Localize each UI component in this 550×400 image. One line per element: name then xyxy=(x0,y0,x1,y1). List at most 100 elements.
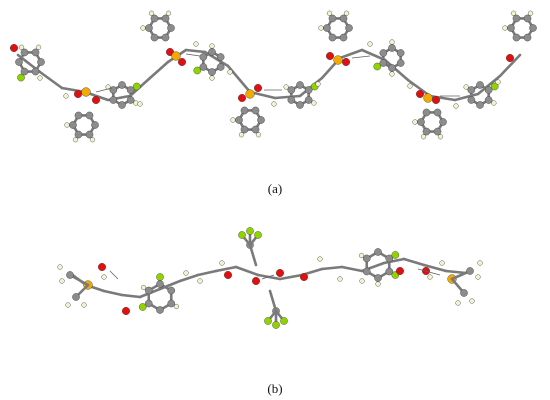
hydrogen-atom xyxy=(140,284,147,291)
carbon-atom xyxy=(396,49,405,57)
fluorine-atom xyxy=(272,321,280,329)
hydrogen-atom xyxy=(412,119,418,125)
carbon-atom xyxy=(216,63,225,71)
carbon-atom xyxy=(37,58,45,66)
carbon-atom xyxy=(287,86,296,94)
carbon-atom xyxy=(216,53,225,61)
hydrogen-atom xyxy=(317,256,323,262)
carbon-atom xyxy=(20,48,29,57)
carbon-atom xyxy=(484,96,493,104)
hydrogen-atom xyxy=(238,132,245,138)
hydrogen-bond xyxy=(185,53,201,57)
fluorine-atom xyxy=(132,82,141,91)
oxygen-atom xyxy=(342,58,351,67)
hydrogen-atom xyxy=(230,117,236,123)
bond xyxy=(444,269,468,275)
fluorine-atom xyxy=(238,231,246,239)
carbon-atom xyxy=(161,14,170,23)
carbon-atom xyxy=(476,81,484,89)
carbon-atom xyxy=(118,101,126,109)
hydrogen-atom xyxy=(367,41,373,47)
hydrogen-atom xyxy=(453,103,459,109)
bond xyxy=(268,289,278,313)
carbon-atom xyxy=(417,118,425,126)
carbon-atom xyxy=(362,267,371,276)
oxygen-atom xyxy=(253,83,262,92)
hydrogen-atom xyxy=(318,25,324,31)
hydrogen-atom xyxy=(527,10,534,16)
hydrogen-atom xyxy=(502,25,508,31)
carbon-atom xyxy=(467,86,476,94)
carbon-atom xyxy=(323,24,331,32)
carbon-atom xyxy=(507,24,515,32)
carbon-atom xyxy=(385,267,394,276)
fluorine-atom xyxy=(264,317,272,325)
hydrogen-atom xyxy=(37,75,43,81)
oxygen-atom xyxy=(276,269,285,278)
bond xyxy=(214,265,238,273)
hydrogen-atom xyxy=(209,75,215,81)
carbon-atom xyxy=(167,299,176,308)
bond xyxy=(338,48,364,60)
bond xyxy=(60,86,87,94)
fluorine-atom xyxy=(280,317,288,325)
carbon-atom xyxy=(433,108,442,117)
carbon-atom xyxy=(156,306,164,314)
oxygen-atom xyxy=(91,95,100,104)
carbon-atom xyxy=(251,106,260,115)
hydrogen-atom xyxy=(420,134,427,140)
carbon-atom xyxy=(85,130,94,139)
bond xyxy=(120,293,142,299)
bond xyxy=(234,265,260,277)
carbon-atom xyxy=(433,127,442,136)
hydrogen-atom xyxy=(389,39,395,45)
carbon-atom xyxy=(467,96,476,104)
carbon-atom xyxy=(150,33,159,42)
carbon-atom xyxy=(74,111,83,120)
hydrogen-atom xyxy=(375,281,381,287)
carbon-atom xyxy=(388,64,396,72)
oxygen-atom xyxy=(326,52,335,61)
carbon-atom xyxy=(385,254,394,263)
hydrogen-atom xyxy=(311,100,317,106)
hydrogen-atom xyxy=(283,84,289,90)
hydrogen-atom xyxy=(89,137,96,143)
oxygen-atom xyxy=(177,58,186,67)
carbon-atom xyxy=(374,248,382,256)
carbon-atom xyxy=(529,24,537,32)
hydrogen-atom xyxy=(407,83,413,89)
fluorine-atom xyxy=(193,66,202,75)
carbon-atom xyxy=(156,280,164,288)
carbon-atom xyxy=(145,24,153,32)
hydrogen-atom xyxy=(315,81,321,87)
hydrogen-atom xyxy=(337,276,343,282)
hydrogen-atom xyxy=(510,10,517,16)
carbon-atom xyxy=(85,111,94,120)
oxygen-atom xyxy=(416,89,425,98)
bond xyxy=(178,273,200,283)
oxygen-atom xyxy=(97,263,106,272)
hydrogen-atom xyxy=(173,303,180,310)
bond xyxy=(498,53,522,78)
carbon-atom xyxy=(240,106,249,115)
carbon-atom xyxy=(118,81,126,89)
hydrogen-atom xyxy=(469,298,475,304)
fluorine-atom xyxy=(254,231,262,239)
carbon-atom xyxy=(339,14,348,23)
carbon-atom xyxy=(422,127,431,136)
hydrogen-bond xyxy=(109,270,119,280)
carbon-atom xyxy=(296,101,304,109)
hydrogen-atom xyxy=(475,274,481,280)
carbon-atom xyxy=(126,96,135,104)
oxygen-atom xyxy=(506,54,515,63)
carbon-atom xyxy=(523,33,532,42)
carbon-atom xyxy=(339,33,348,42)
oxygen-atom xyxy=(223,271,232,280)
carbon-atom xyxy=(512,33,521,42)
hydrogen-atom xyxy=(101,274,107,280)
carbon-atom xyxy=(69,121,77,129)
hydrogen-atom xyxy=(197,278,203,284)
carbon-atom xyxy=(460,289,468,297)
sulfur-atom xyxy=(171,51,181,61)
hydrogen-bond xyxy=(417,268,441,276)
